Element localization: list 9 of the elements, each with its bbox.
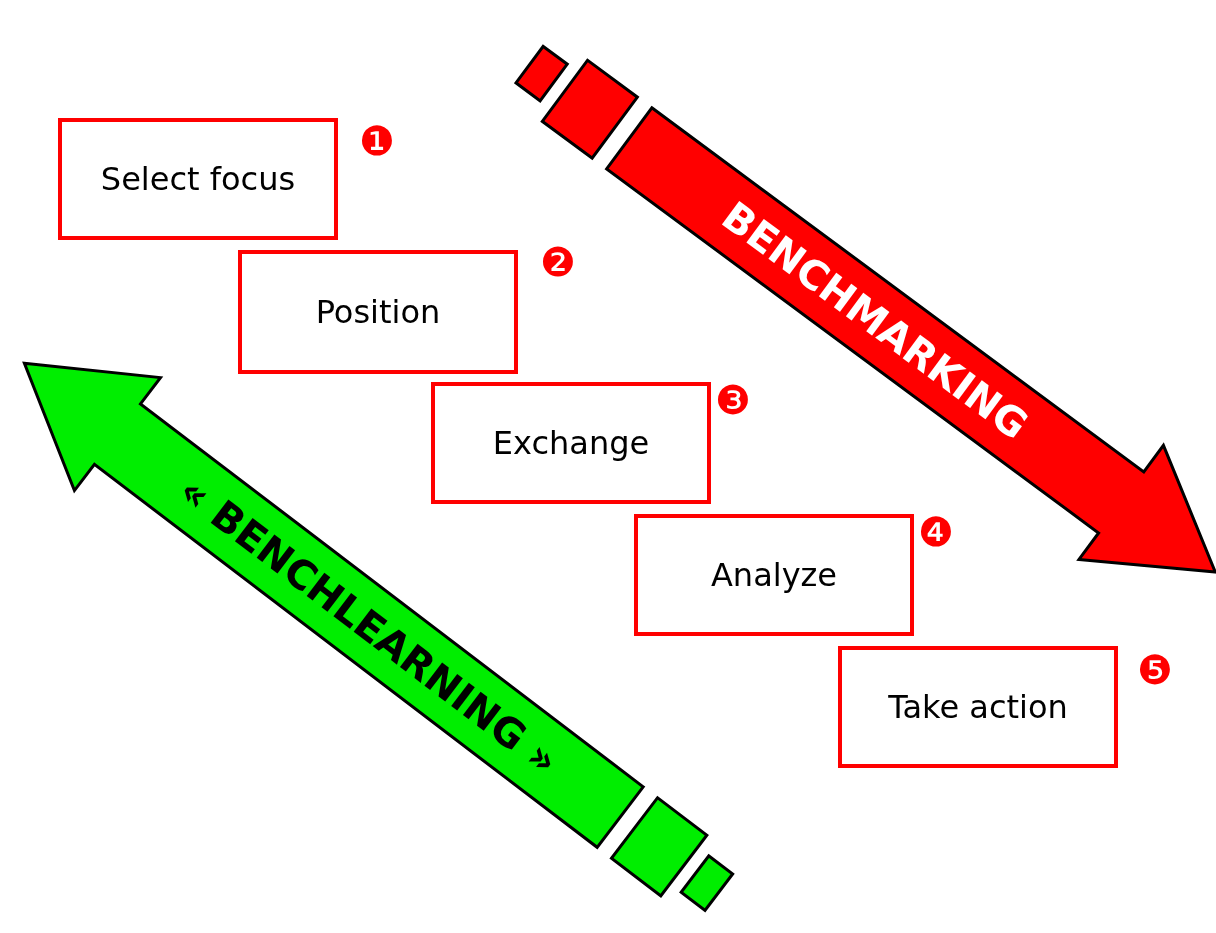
step-box: Exchange [431, 382, 711, 504]
step-number: ❺ [1137, 650, 1173, 690]
step-number: ❷ [540, 242, 576, 282]
step-box: Take action [838, 646, 1118, 768]
step-number: ❶ [359, 121, 395, 161]
step-box: Select focus [58, 118, 338, 240]
step-box: Position [238, 250, 518, 374]
step-box: Analyze [634, 514, 914, 636]
step-number: ❹ [918, 512, 954, 552]
